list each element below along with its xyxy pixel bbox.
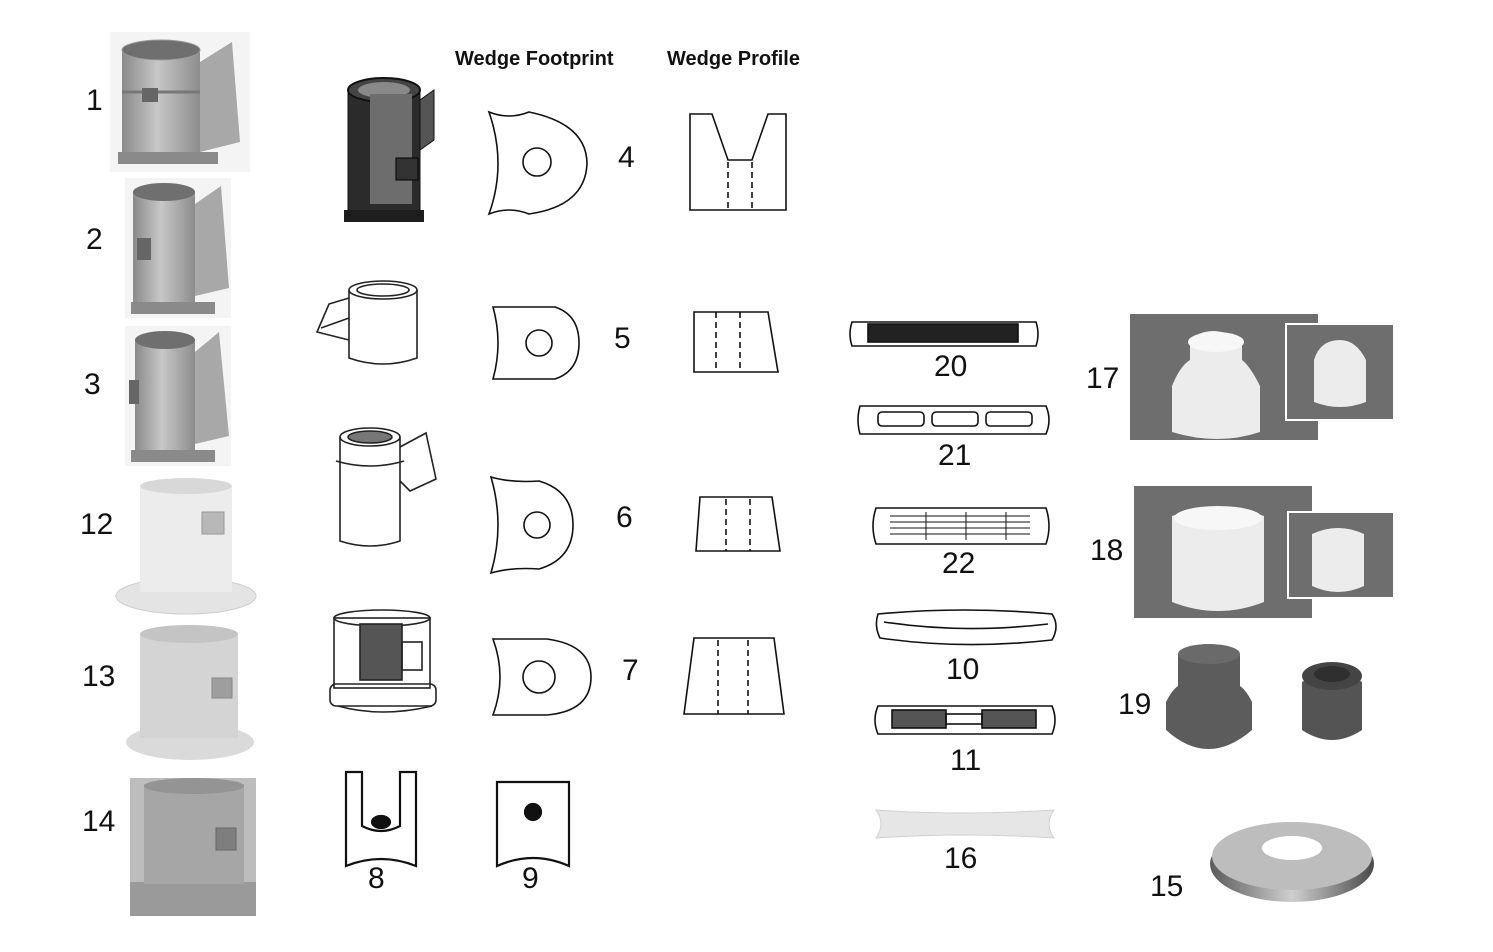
wedge-footprint-header: Wedge Footprint xyxy=(455,48,614,70)
plastic-anchor-13-photo xyxy=(122,622,257,762)
metal-anchor-1-photo xyxy=(110,32,250,172)
label-17: 17 xyxy=(1086,362,1120,395)
label-12: 12 xyxy=(80,508,114,541)
label-21: 21 xyxy=(938,439,972,472)
label-3: 3 xyxy=(84,368,101,401)
wedge-4-profile xyxy=(689,113,787,211)
wedge-6-profile xyxy=(695,496,781,552)
wedge-7-footprint xyxy=(491,638,592,716)
bumper-17-photo xyxy=(1130,314,1395,440)
wedge-6-footprint xyxy=(489,475,574,575)
label-11: 11 xyxy=(950,744,982,777)
tread-22-drawing xyxy=(872,507,1050,545)
wedge-5-profile xyxy=(693,311,779,373)
label-14: 14 xyxy=(82,805,116,838)
escutcheon-15-photo xyxy=(1210,822,1374,902)
metal-anchor-2-photo xyxy=(125,178,231,318)
label-5: 5 xyxy=(614,322,631,355)
wedge-5-footprint xyxy=(491,306,580,380)
wedge-9-drawing xyxy=(495,780,571,868)
metal-anchor-3-photo xyxy=(125,326,231,466)
tread-20-drawing xyxy=(849,321,1039,347)
label-8: 8 xyxy=(368,862,385,895)
plastic-anchor-14-photo xyxy=(130,778,256,916)
tread-16-photo xyxy=(874,809,1056,839)
anchor-drawing-7 xyxy=(329,609,437,713)
anchor-drawing-5 xyxy=(315,280,418,365)
plastic-anchor-12-photo xyxy=(114,476,259,616)
label-18: 18 xyxy=(1090,534,1124,567)
bumper-19-photo xyxy=(1166,644,1362,749)
wedge-4-footprint xyxy=(487,110,588,216)
bumper-18-photo xyxy=(1134,486,1395,618)
label-1: 1 xyxy=(86,84,103,117)
label-9: 9 xyxy=(522,862,539,895)
label-16: 16 xyxy=(944,842,978,875)
anchor-engraving xyxy=(344,77,435,222)
label-13: 13 xyxy=(82,660,116,693)
tread-10-drawing xyxy=(875,609,1057,646)
tread-21-drawing xyxy=(857,405,1050,435)
label-4: 4 xyxy=(618,141,635,174)
label-7: 7 xyxy=(622,654,639,687)
anchor-drawing-6 xyxy=(335,427,437,547)
wedge-8-drawing xyxy=(344,770,418,868)
tread-11-drawing xyxy=(874,705,1056,735)
label-20: 20 xyxy=(934,350,968,383)
wedge-7-profile xyxy=(683,637,785,715)
label-6: 6 xyxy=(616,501,633,534)
label-2: 2 xyxy=(86,223,103,256)
label-19: 19 xyxy=(1118,688,1152,721)
label-15: 15 xyxy=(1150,870,1184,903)
wedge-profile-header: Wedge Profile xyxy=(667,48,800,70)
label-10: 10 xyxy=(946,653,980,686)
label-22: 22 xyxy=(942,547,976,580)
